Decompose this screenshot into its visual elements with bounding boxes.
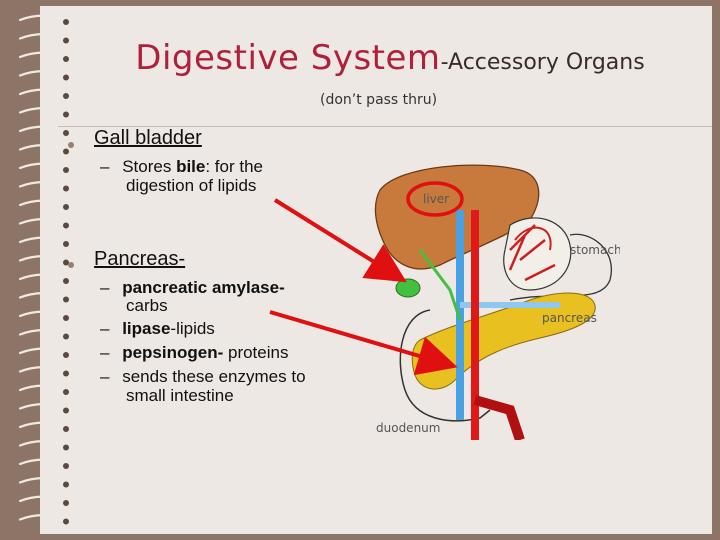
item-bold: pancreatic amylase-: [122, 278, 285, 297]
anatomy-diagram: liver stomach pancreas duodenum: [374, 164, 620, 440]
spiral-hole: [63, 204, 69, 210]
label-liver: liver: [423, 192, 449, 206]
spiral-hole: [63, 37, 69, 44]
label-stomach: stomach: [570, 243, 620, 257]
pancreas-item-3: – pepsinogen- proteins: [100, 344, 288, 362]
pancreas-item-4-cont: small intestine: [126, 386, 234, 405]
spiral-hole: [63, 407, 69, 414]
bullet-dot-gall: [68, 142, 74, 148]
spiral-hole: [63, 259, 69, 266]
pancreas-item-1-cont: carbs: [126, 296, 168, 315]
title-divider: [58, 126, 712, 127]
spiral-hole: [63, 167, 69, 173]
spiral-hole: [63, 481, 69, 488]
spiral-hole: [63, 296, 69, 303]
dash: –: [100, 343, 110, 362]
spiral-hole: [63, 352, 69, 358]
spiral-hole: [63, 444, 69, 451]
gall-bladder-heading: Gall bladder: [94, 127, 202, 149]
spiral-hole: [63, 518, 69, 525]
pancreas-item-4: – sends these enzymes to: [100, 368, 306, 386]
dash: –: [100, 319, 110, 338]
pancreas-item-1: – pancreatic amylase-: [100, 279, 285, 297]
dash: –: [100, 157, 110, 176]
slide-subtitle: (don’t pass thru): [320, 92, 438, 108]
item-bold: pepsinogen-: [122, 343, 224, 362]
title-main: Digestive System: [135, 38, 441, 78]
item-bold: lipase: [122, 319, 171, 338]
red-vessel-branch: [473, 395, 525, 440]
arrow-to-pancreas: [269, 310, 458, 376]
label-pancreas: pancreas: [542, 311, 597, 325]
item-rest: proteins: [223, 343, 289, 362]
arrow-to-gallbladder: [273, 198, 407, 283]
title-separator: -: [440, 50, 449, 75]
pancreas-item-2: – lipase-lipids: [100, 320, 215, 338]
spiral-hole: [63, 130, 69, 136]
spiral-hole: [63, 56, 69, 62]
item-rest: sends these enzymes to: [122, 367, 306, 386]
liver-highlight-circle: [406, 181, 464, 217]
spiral-hole: [63, 148, 69, 155]
dash: –: [100, 278, 110, 297]
label-duodenum: duodenum: [376, 421, 440, 435]
spiral-hole: [63, 111, 69, 118]
spiral-hole: [63, 500, 69, 506]
spiral-hole: [63, 19, 69, 25]
spiral-hole: [63, 370, 69, 377]
pancreas-heading: Pancreas-: [94, 248, 186, 270]
item-rest: -lipids: [170, 319, 215, 338]
slide-title: Digestive System-Accessory Organs: [0, 38, 720, 78]
desc-part-a: Stores: [122, 157, 177, 176]
spiral-hole: [63, 333, 69, 340]
spiral-hole: [63, 74, 69, 81]
spiral-hole: [63, 315, 69, 321]
bullet-dot-pancreas: [68, 262, 74, 268]
desc-part-c: : for the: [205, 157, 263, 176]
duodenum-outline: [399, 309, 491, 422]
spiral-hole: [63, 278, 69, 284]
stomach-vessels: [508, 224, 556, 282]
dash: –: [100, 367, 110, 386]
spiral-hole: [63, 222, 69, 229]
spiral-hole: [63, 389, 69, 395]
gall-bladder-description: – Stores bile: for the: [100, 158, 263, 176]
gallbladder-shape: [395, 278, 421, 298]
spiral-hole: [63, 463, 69, 469]
stomach-vessel-loop: [514, 226, 552, 251]
spiral-hole: [63, 426, 69, 432]
spiral-binding: [18, 14, 72, 525]
desc-bile: bile: [176, 157, 206, 176]
title-sub: Accessory Organs: [448, 50, 645, 75]
spiral-hole: [63, 241, 69, 247]
bile-duct: [418, 249, 462, 321]
gall-bladder-description-line2: digestion of lipids: [126, 176, 257, 195]
stomach-shape: [503, 217, 572, 291]
spiral-hole: [63, 185, 69, 192]
spiral-hole: [63, 93, 69, 99]
